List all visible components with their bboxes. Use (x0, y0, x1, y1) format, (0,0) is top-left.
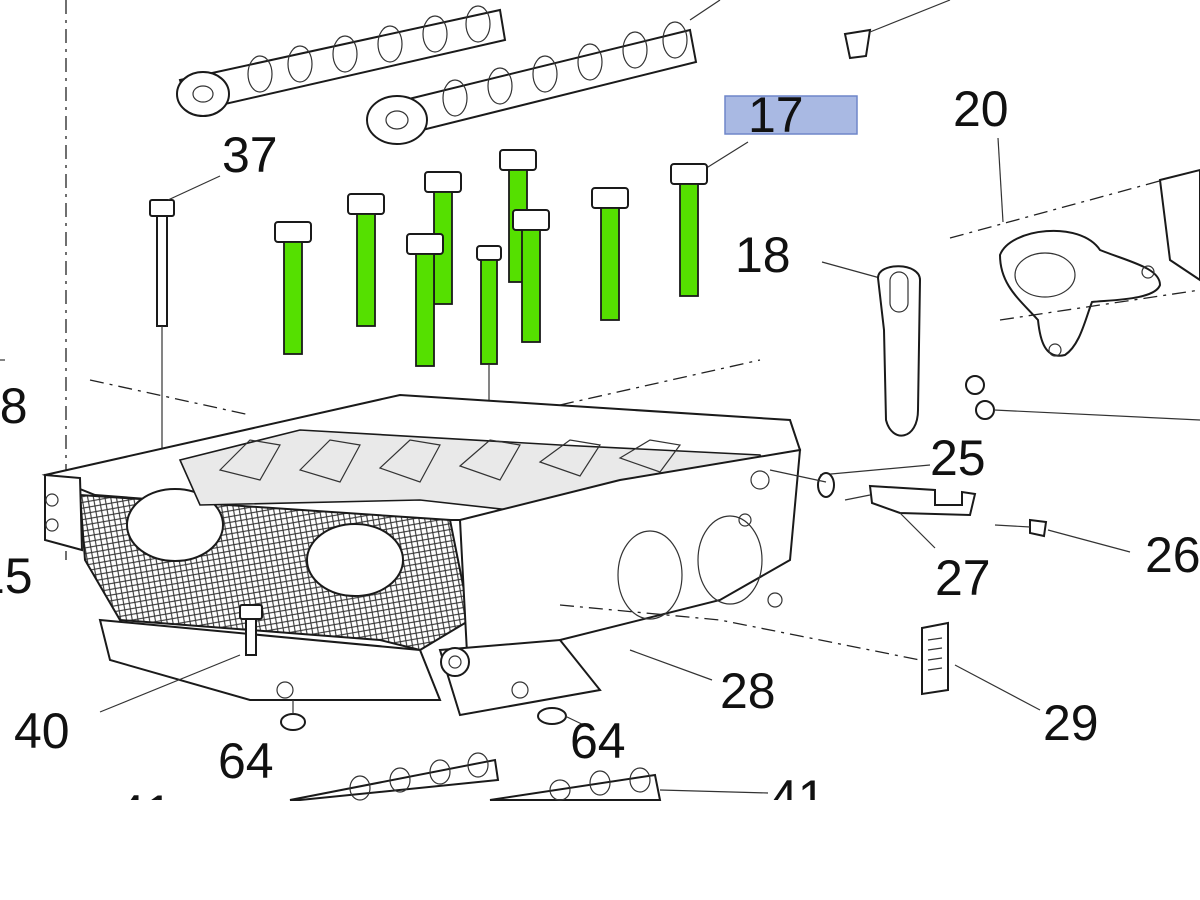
bolt (347, 193, 385, 327)
camshaft-upper-left (176, 5, 507, 117)
label-15: 15 (0, 548, 33, 604)
label-64a: 64 (218, 733, 274, 789)
bolt (406, 233, 444, 367)
bolt (591, 187, 629, 321)
id-tag-29: 29 (921, 621, 1099, 751)
camshaft-lower-right (489, 767, 769, 801)
label-40: 40 (14, 703, 70, 759)
valve-cap (843, 0, 951, 60)
label-20: 20 (953, 81, 1009, 137)
label-25: 25 (930, 430, 986, 486)
bolt (512, 209, 550, 343)
plug-64-right: 64 (537, 707, 626, 769)
label-29: 29 (1043, 695, 1099, 751)
callout-28: 28 (629, 649, 776, 719)
label-27: 27 (935, 550, 991, 606)
label-41-right: 41 (770, 770, 826, 826)
label-37: 37 (222, 127, 278, 183)
callout-17-highlighted: 17 (699, 87, 858, 173)
head-bolts (274, 149, 708, 520)
label-28: 28 (720, 663, 776, 719)
camshaft-upper-right (366, 0, 721, 145)
label-41-left: 41 (117, 785, 173, 841)
seal-25: 25 (769, 430, 986, 498)
cylinder-head (41, 359, 921, 717)
label-17: 17 (748, 87, 804, 143)
label-38: 38 (0, 378, 28, 434)
plug-64-left: 64 (218, 700, 306, 789)
bolt (274, 221, 312, 355)
water-outlet-housing: 20 (949, 81, 1200, 357)
camshaft-lower-left (289, 752, 500, 801)
long-bolt-37: 37 (149, 127, 278, 490)
lifting-bracket-18: 18 (735, 227, 1200, 437)
label-18: 18 (735, 227, 791, 283)
sensor-27: 27 (844, 484, 991, 606)
bolt-40: 40 (14, 604, 263, 759)
label-26: 26 (1145, 527, 1200, 583)
label-64b: 64 (570, 713, 626, 769)
bolt (670, 163, 708, 297)
bolt-26: 26 (994, 518, 1200, 583)
